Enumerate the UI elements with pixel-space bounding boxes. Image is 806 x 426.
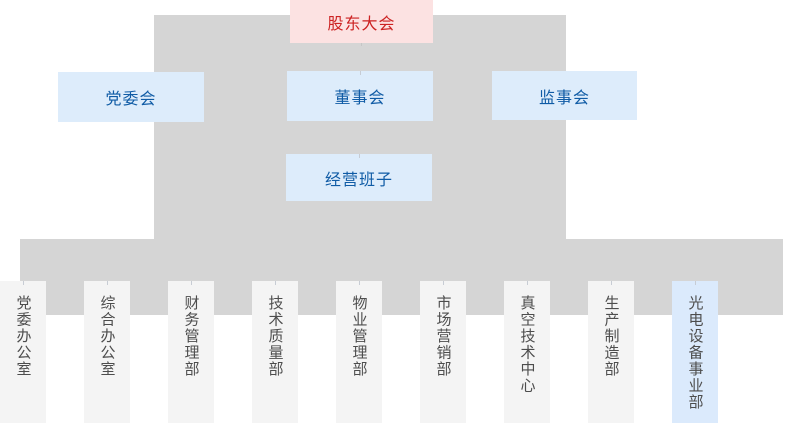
- node-board-of-directors: 董事会: [287, 71, 433, 121]
- node-label: 监事会: [538, 87, 590, 107]
- dept-box-vacuum-technology-center: 真空技术中心: [504, 281, 550, 423]
- dept-box-technology-quality: 技术质量部: [252, 281, 298, 423]
- dept-box-optoelectronic-equipment-division: 光电设备事业部: [672, 281, 718, 423]
- node-label: 董事会: [334, 88, 386, 107]
- connector-stub: [359, 281, 360, 285]
- dept-label: 光电设备事业部: [686, 295, 705, 411]
- node-label: 股东大会: [327, 13, 396, 33]
- node-label: 经营班子: [324, 169, 393, 189]
- dept-box-finance-management: 财务管理部: [168, 281, 214, 423]
- connector-stub: [527, 281, 528, 285]
- dept-box-production-manufacturing: 生产制造部: [588, 281, 634, 423]
- connector-stub: [23, 281, 24, 285]
- connector-stub: [360, 71, 361, 75]
- dept-label: 生产制造部: [602, 295, 621, 378]
- connector-stub: [359, 154, 360, 158]
- connector-stub: [361, 43, 362, 46]
- dept-label: 综合办公室: [98, 295, 117, 378]
- node-supervisory-board: 监事会: [492, 71, 637, 120]
- node-shareholders-meeting: 股东大会: [290, 0, 433, 43]
- connector-band: [20, 239, 783, 315]
- dept-box-party-committee-office: 党委办公室: [0, 281, 46, 423]
- dept-label: 财务管理部: [182, 295, 201, 378]
- connector-stub: [107, 281, 108, 285]
- dept-box-general-office: 综合办公室: [84, 281, 130, 423]
- connector-trunk: [154, 15, 566, 240]
- dept-label: 真空技术中心: [518, 295, 537, 394]
- node-party-committee: 党委会: [58, 72, 204, 122]
- dept-box-property-management: 物业管理部: [336, 281, 382, 423]
- dept-label: 市场营销部: [434, 295, 453, 378]
- connector-stub: [695, 281, 696, 285]
- connector-stub: [191, 281, 192, 285]
- dept-label: 党委办公室: [14, 295, 33, 378]
- connector-stub: [275, 281, 276, 285]
- node-management-team: 经营班子: [286, 154, 432, 201]
- dept-box-marketing: 市场营销部: [420, 281, 466, 423]
- connector-stub: [611, 281, 612, 285]
- dept-label: 技术质量部: [266, 295, 285, 378]
- dept-label: 物业管理部: [350, 295, 369, 378]
- node-label: 党委会: [105, 89, 157, 108]
- connector-stub: [443, 281, 444, 285]
